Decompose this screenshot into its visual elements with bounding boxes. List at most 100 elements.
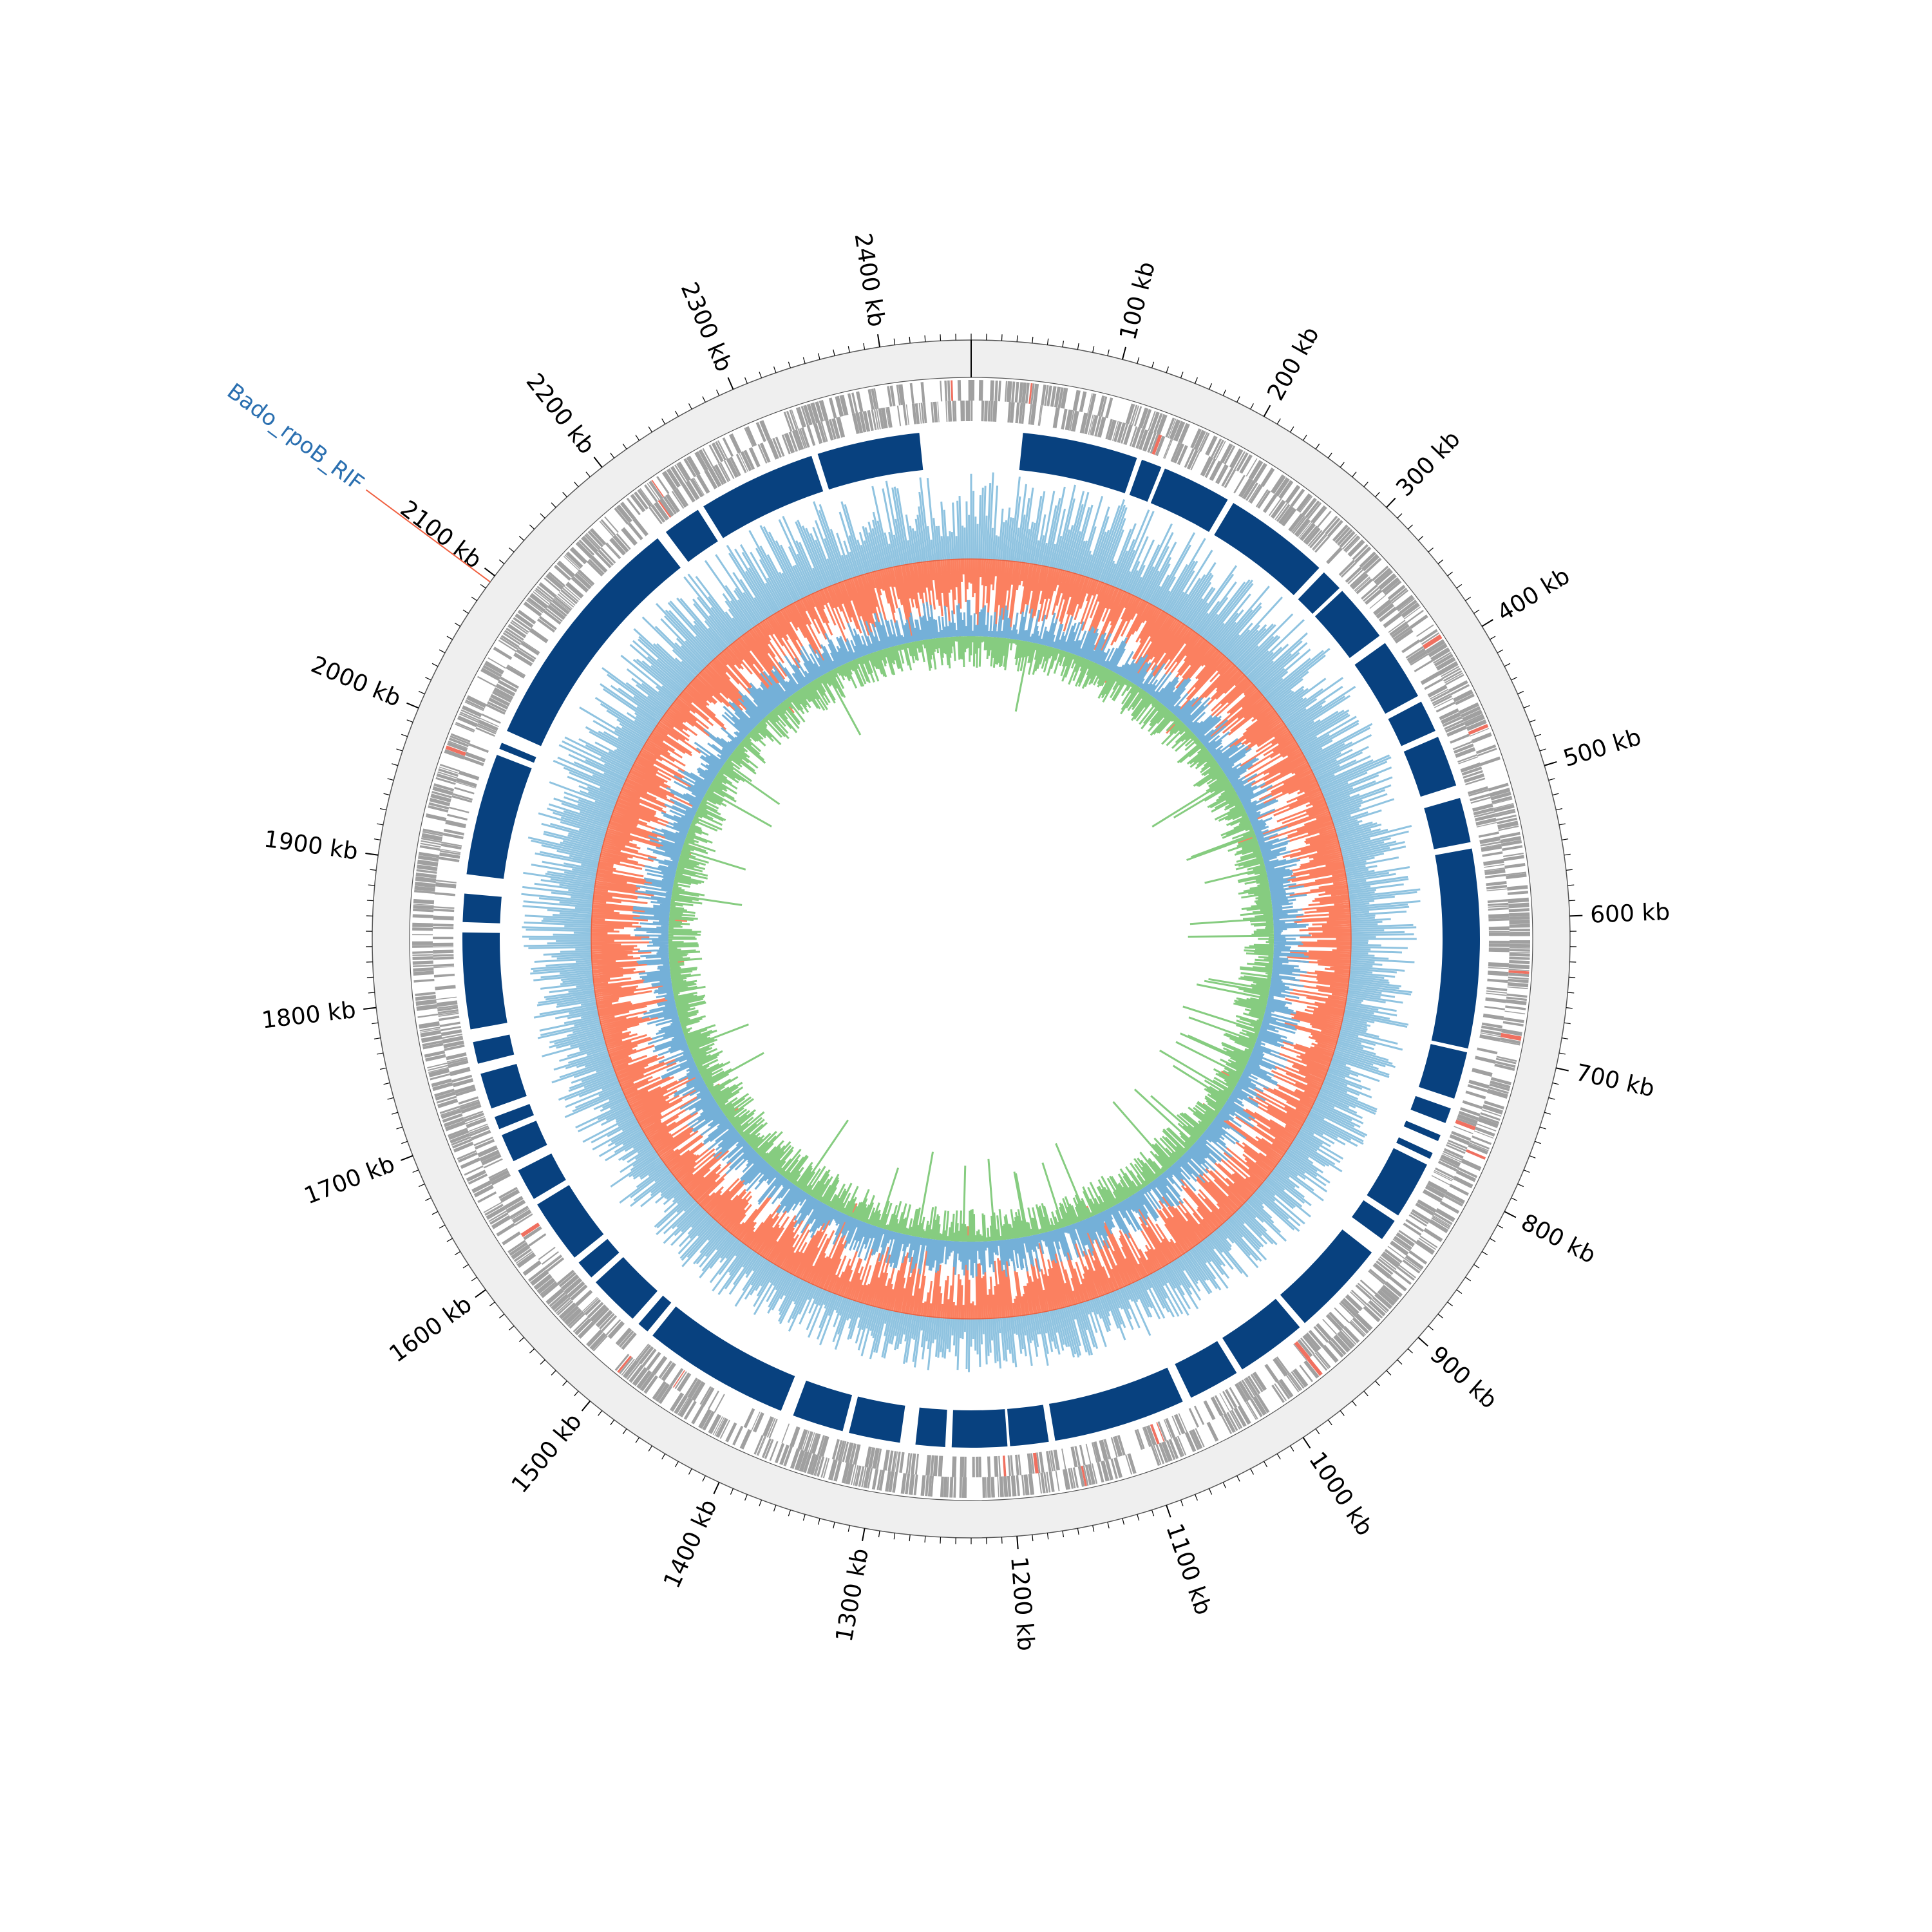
gene-feature — [1186, 449, 1198, 470]
gene-feature — [1125, 1454, 1133, 1475]
minor-tick — [425, 677, 431, 681]
gene-feature — [1432, 1216, 1451, 1228]
gene-feature — [1450, 684, 1470, 696]
gene-feature — [685, 1378, 698, 1397]
gene-feature — [538, 616, 557, 630]
minor-tick — [1352, 1401, 1357, 1406]
gene-feature — [665, 493, 680, 513]
gene-feature — [1123, 424, 1133, 446]
gene-feature — [1485, 873, 1506, 879]
gene-feature — [1502, 845, 1523, 851]
gene-feature — [810, 402, 820, 424]
minor-tick — [392, 1112, 399, 1115]
gene-feature — [876, 1448, 882, 1470]
gene-feature — [1384, 580, 1402, 596]
minor-tick — [1375, 1380, 1380, 1387]
gene-feature — [1229, 1410, 1241, 1430]
gene-feature — [1321, 1344, 1339, 1363]
gene-feature — [1470, 793, 1490, 802]
gene-feature — [1166, 1440, 1176, 1461]
gene-feature — [815, 1455, 822, 1476]
gene-feature — [652, 1356, 668, 1375]
gene-feature — [1184, 1432, 1197, 1452]
gene-feature — [1428, 1218, 1449, 1233]
gene-feature — [498, 1187, 518, 1199]
gene-feature — [752, 1412, 764, 1433]
major-tick — [406, 702, 419, 709]
gene-feature — [1452, 741, 1473, 750]
gene-feature — [1307, 529, 1323, 547]
gene-feature — [1349, 1291, 1366, 1307]
gene-feature — [412, 945, 433, 948]
conserved-block — [1403, 1121, 1441, 1141]
minor-tick — [1447, 1302, 1453, 1307]
gene-feature — [539, 1281, 557, 1296]
gene-feature — [507, 623, 527, 639]
gene-feature — [1458, 1110, 1479, 1121]
gene-feature — [440, 1026, 461, 1032]
gene-feature — [972, 1456, 975, 1477]
gene-feature — [708, 1390, 719, 1410]
minor-tick — [439, 1224, 446, 1229]
gene-feature — [483, 1158, 503, 1169]
gene-feature — [1363, 1305, 1381, 1323]
gene-feature — [1488, 933, 1510, 936]
gene-feature — [1392, 1238, 1410, 1252]
gene-feature — [806, 403, 816, 424]
gene-feature — [639, 1372, 656, 1392]
gene-feature — [661, 471, 677, 491]
tick-label: 1000 kb — [1303, 1447, 1378, 1540]
gene-feature — [1381, 1253, 1399, 1269]
gene-feature — [732, 1425, 744, 1446]
gene-feature — [1220, 443, 1233, 464]
gene-feature — [1285, 1374, 1300, 1393]
gene-feature — [635, 1343, 649, 1361]
gene-feature — [1496, 814, 1517, 821]
gene-feature — [1364, 589, 1383, 605]
gene-feature — [460, 1157, 481, 1170]
gene-feature — [549, 602, 567, 617]
gene-feature — [1248, 484, 1261, 502]
gene-feature — [1454, 1126, 1473, 1135]
gene-feature — [435, 1091, 456, 1101]
minor-tick — [1107, 1522, 1110, 1529]
gene-feature — [1361, 584, 1378, 600]
gene-feature — [440, 1109, 462, 1119]
gene-feature — [569, 547, 588, 565]
gene-feature — [448, 1128, 468, 1137]
tick-label: 1300 kb — [831, 1546, 874, 1644]
gene-feature — [1091, 1442, 1098, 1463]
gene-feature — [1270, 499, 1286, 519]
minor-tick — [848, 346, 850, 353]
gene-feature — [1242, 480, 1256, 500]
gene-feature — [450, 1133, 471, 1144]
gene-feature — [1311, 505, 1327, 524]
gene-feature — [1379, 1286, 1398, 1303]
gene-feature — [1443, 670, 1463, 682]
gene-feature — [435, 882, 457, 889]
minor-tick — [1562, 1037, 1569, 1039]
gene-feature — [862, 411, 871, 432]
minor-tick — [1504, 663, 1511, 667]
gene-feature — [637, 489, 652, 507]
minor-tick — [431, 663, 439, 667]
gene-feature — [1373, 599, 1392, 616]
minor-tick — [1327, 452, 1332, 459]
minor-tick — [562, 491, 567, 498]
gene-feature — [743, 450, 755, 470]
gene-feature — [490, 694, 511, 706]
gene-feature — [779, 1444, 790, 1466]
gene-feature — [670, 1368, 684, 1387]
gene-feature — [1365, 557, 1382, 574]
gene-feature — [1481, 1022, 1503, 1028]
gene-feature — [813, 423, 823, 444]
gene-feature — [1112, 421, 1119, 441]
gene-feature — [1300, 1338, 1315, 1355]
gene-feature — [1085, 1443, 1092, 1464]
gene-feature — [440, 850, 461, 855]
gene-feature — [412, 956, 433, 960]
gene-feature — [1247, 1376, 1261, 1395]
gene-feature — [674, 1394, 688, 1415]
gene-feature — [943, 1476, 948, 1498]
gene-feature — [1262, 494, 1278, 513]
